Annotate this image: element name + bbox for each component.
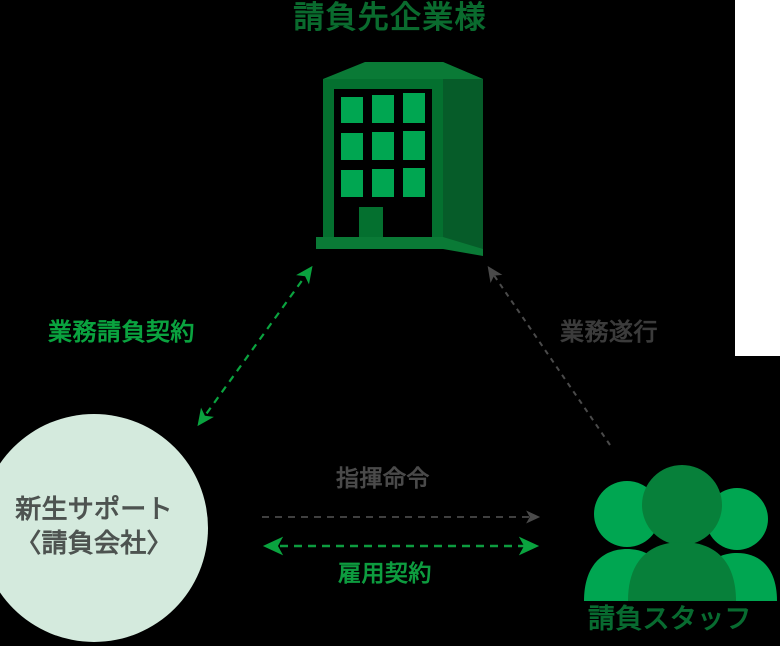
contractor-company-node: 新生サポート 〈請負会社〉 — [0, 414, 208, 642]
edge-execution-line — [487, 266, 611, 446]
contractor-company-name: 新生サポート — [15, 495, 173, 526]
people-group-icon — [584, 465, 777, 601]
edge-label-contract: 業務請負契約 — [48, 318, 195, 346]
staff-node-label: 請負スタッフ — [588, 604, 752, 635]
edge-label-command: 指揮命令 — [336, 466, 430, 492]
edge-label-employment: 雇用契約 — [338, 561, 432, 587]
edge-contract-line — [197, 265, 313, 427]
edge-label-execution: 業務遂行 — [560, 318, 658, 346]
client-company-title: 請負先企業様 — [293, 0, 487, 36]
contractor-company-subtitle: 〈請負会社〉 — [15, 529, 173, 559]
white-artifact-block — [735, 0, 780, 356]
office-building-icon — [316, 62, 483, 256]
